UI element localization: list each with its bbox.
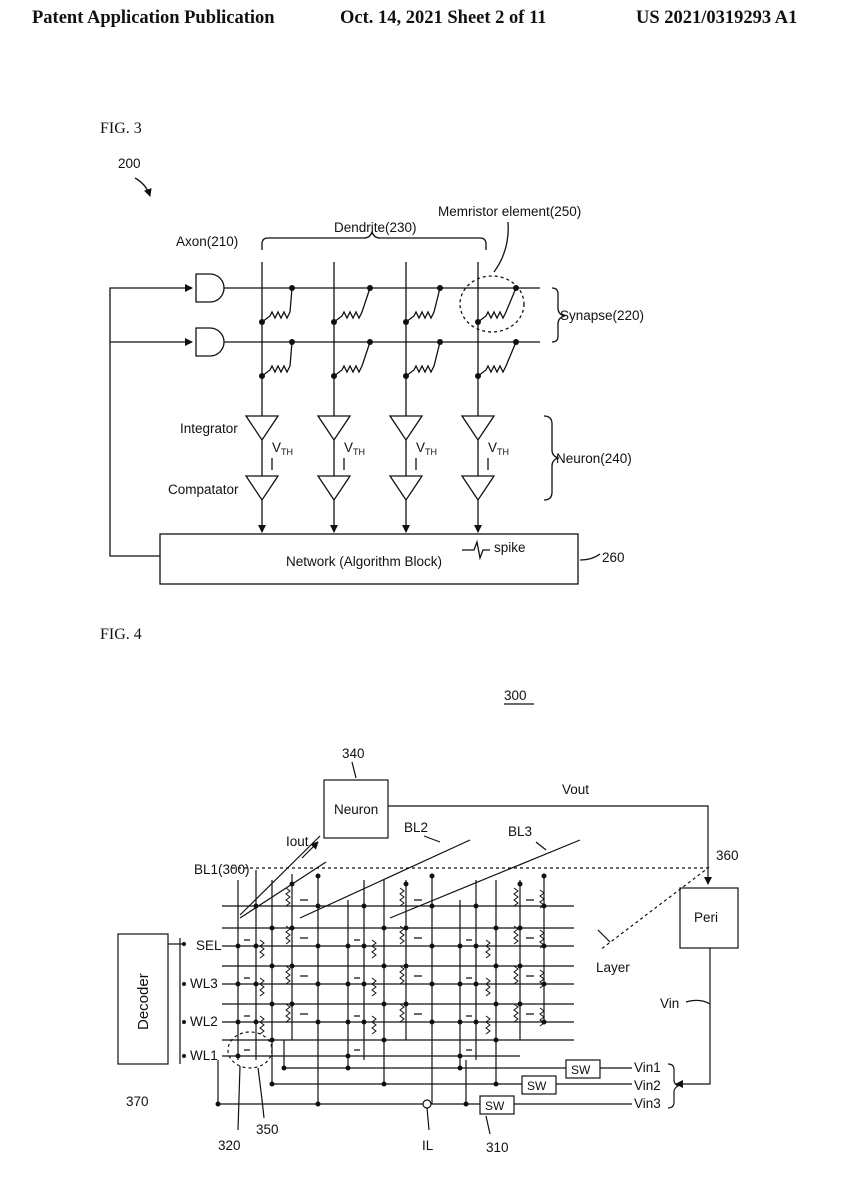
column-3 — [388, 262, 441, 533]
column-4 — [460, 262, 517, 533]
ref-360: 360 — [716, 848, 739, 863]
axon-gate-1 — [195, 273, 225, 303]
sw-box-2 — [521, 1075, 557, 1095]
sw-box-3 — [479, 1095, 515, 1115]
vth-label-1: VTH — [272, 440, 293, 457]
wl1-label: WL1 — [190, 1048, 218, 1063]
header-patent-number: US 2021/0319293 A1 — [636, 8, 798, 28]
ref-310: 310 — [486, 1140, 509, 1155]
fig3-label: FIG. 3 — [100, 120, 142, 137]
vth-label-3: VTH — [416, 440, 437, 457]
synapse-junctions — [259, 285, 519, 379]
vth-label-4: VTH — [488, 440, 509, 457]
sw-label-3: SW — [485, 1099, 505, 1113]
spike-label: spike — [494, 540, 526, 555]
sel-label: SEL — [196, 938, 222, 953]
layer-label: Layer — [596, 960, 630, 975]
comparator-label: Compatator — [168, 482, 239, 497]
fig4-junctions — [182, 873, 547, 1107]
wl2-label: WL2 — [190, 1014, 218, 1029]
sw-label-1: SW — [571, 1063, 591, 1077]
ref-370: 370 — [126, 1094, 149, 1109]
neuron-block-label: Neuron — [334, 802, 378, 817]
fig3-diagram — [109, 177, 601, 585]
vin-label: Vin — [660, 996, 679, 1011]
wl3-label: WL3 — [190, 976, 218, 991]
vin1-label: Vin1 — [634, 1060, 661, 1075]
decoder-label: Decoder — [135, 973, 152, 1030]
fig4-label: FIG. 4 — [100, 626, 142, 643]
integrator-label: Integrator — [180, 421, 238, 436]
vin3-label: Vin3 — [634, 1096, 661, 1111]
neuron-block — [323, 779, 389, 839]
ref-320: 320 — [218, 1138, 241, 1153]
fig3-ref-260: 260 — [602, 550, 625, 565]
header-publication: Patent Application Publication — [32, 8, 275, 28]
dendrite-columns — [244, 262, 517, 533]
bl1-label: BL1(300) — [194, 862, 250, 877]
network-label: Network (Algorithm Block) — [286, 554, 442, 569]
column-2 — [316, 262, 371, 533]
il-label: IL — [422, 1138, 434, 1153]
sw-box-1 — [565, 1059, 601, 1079]
fig3-ref-200: 200 — [118, 156, 141, 171]
vin2-label: Vin2 — [634, 1078, 661, 1093]
bl2-label: BL2 — [404, 820, 428, 835]
dendrite-label: Dendrite(230) — [334, 220, 417, 235]
axon-label: Axon(210) — [176, 234, 238, 249]
fig3-text: 200 Axon(210) Dendrite(230) Memristor el… — [118, 156, 644, 569]
fig4-text: 300 340 Neuron Vout Iout BL1(300) BL2 BL… — [126, 688, 739, 1155]
ref-340: 340 — [342, 746, 365, 761]
decoder-block — [117, 933, 169, 1065]
fig4-ref-300: 300 — [504, 688, 527, 703]
synapse-label: Synapse(220) — [560, 308, 644, 323]
network-block — [159, 533, 579, 585]
vout-label: Vout — [562, 782, 589, 797]
header-date-sheet: Oct. 14, 2021 Sheet 2 of 11 — [340, 8, 547, 28]
bl3-label: BL3 — [508, 824, 532, 839]
iout-label: Iout — [286, 834, 309, 849]
neuron-label: Neuron(240) — [556, 451, 632, 466]
vth-label-2: VTH — [344, 440, 365, 457]
sw-label-2: SW — [527, 1079, 547, 1093]
peri-block — [679, 887, 739, 949]
axon-gate-2 — [195, 327, 225, 357]
ref-350: 350 — [256, 1122, 279, 1137]
peri-label: Peri — [694, 910, 718, 925]
spike-glyph — [462, 539, 490, 561]
column-1 — [244, 262, 293, 533]
memristor-label: Memristor element(250) — [438, 204, 581, 219]
